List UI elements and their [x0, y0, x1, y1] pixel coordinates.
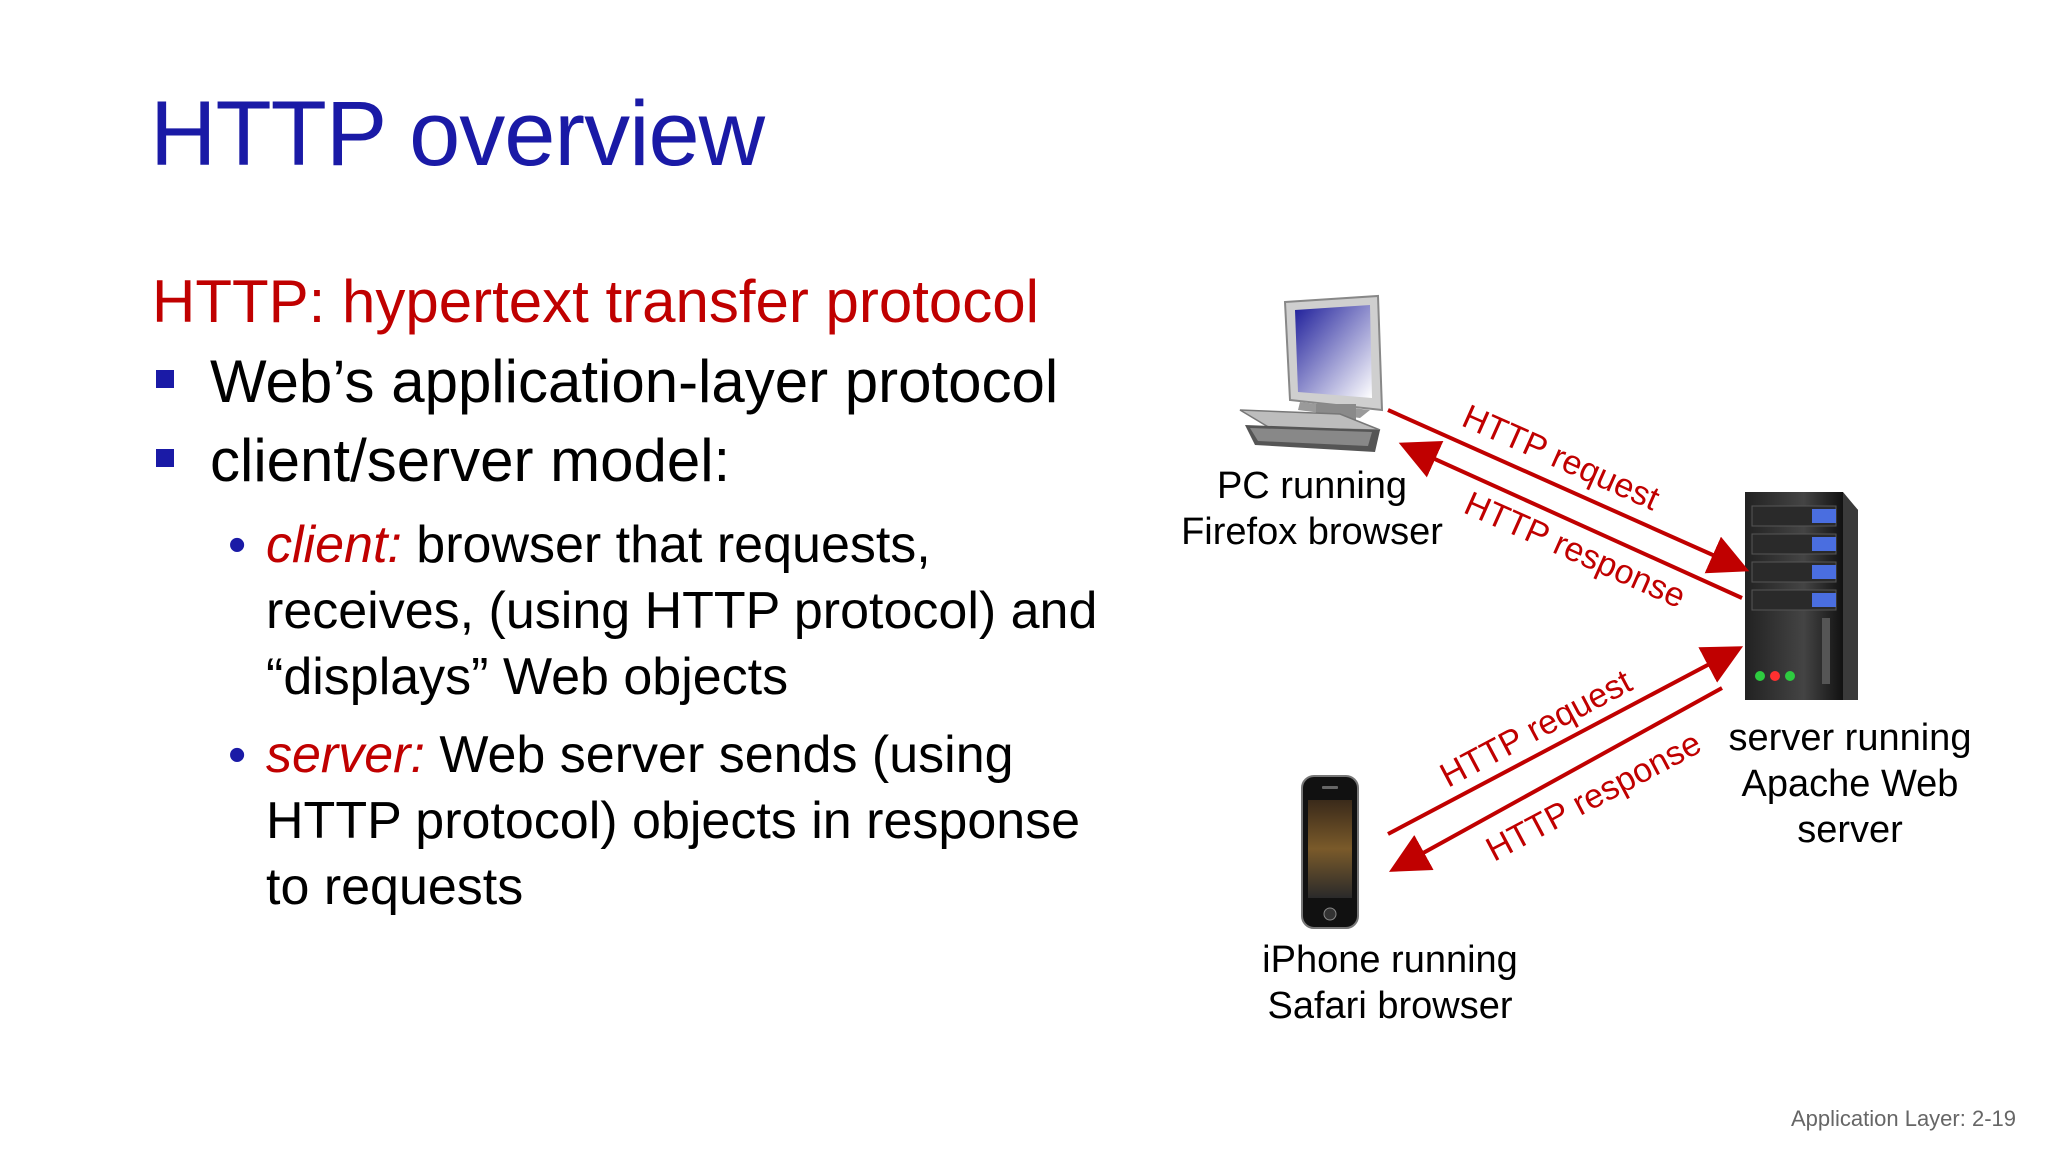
server-label-line: server running [1728, 717, 1972, 759]
bullet-text: client/server model: [210, 427, 731, 494]
slide-subtitle: HTTP: hypertext transfer protocol [152, 268, 1039, 335]
sub-bullet-line: HTTP protocol) objects in response [266, 792, 1081, 850]
sub-bullet-line: client: browser that requests, [266, 512, 1097, 578]
sub-bullet-text: browser that requests, [401, 516, 931, 574]
iphone-label: iPhone running Safari browser [1240, 937, 1540, 1029]
iphone-icon [1301, 775, 1359, 929]
round-bullet-icon: • [228, 516, 247, 574]
keyword-server: server: [266, 726, 425, 784]
server-label-line: server [1797, 809, 1903, 851]
sub-bullet-line: receives, (using HTTP protocol) and [266, 582, 1098, 640]
sub-bullet-text: Web server sends (using [424, 726, 1014, 784]
label-pc-response: HTTP response [1459, 485, 1691, 616]
iphone-label-line: Safari browser [1267, 985, 1513, 1027]
square-bullet-icon [156, 449, 174, 467]
server-label: server running Apache Web server [1700, 715, 2000, 853]
sub-bullet-body: client: browser that requests, receives,… [266, 512, 1097, 710]
pc-label: PC running Firefox browser [1172, 463, 1452, 555]
server-tower-icon [1745, 492, 1858, 700]
pc-label-line: Firefox browser [1181, 511, 1443, 553]
arrow-iphone-response [1388, 686, 1723, 872]
keyword-client: client: [266, 516, 402, 574]
slide-footer: Application Layer: 2-19 [1790, 1106, 2016, 1131]
sub-bullet-line: server: Web server sends (using [266, 722, 1080, 788]
square-bullet-icon [156, 370, 174, 388]
sub-bullet-line: “displays” Web objects [266, 648, 789, 706]
round-bullet-icon: • [228, 726, 247, 784]
sub-bullet-line: to requests [266, 858, 524, 916]
bullet-text: Web’s application-layer protocol [210, 348, 1059, 415]
iphone-label-line: iPhone running [1262, 939, 1518, 981]
arrow-pc-response [1398, 440, 1743, 600]
arrow-iphone-request [1387, 646, 1744, 836]
slide-title: HTTP overview [150, 83, 765, 185]
sub-bullet-body: server: Web server sends (using HTTP pro… [266, 722, 1080, 920]
arrow-pc-request [1387, 408, 1750, 574]
desktop-computer-icon [1239, 294, 1384, 452]
server-label-line: Apache Web [1741, 763, 1959, 805]
pc-label-line: PC running [1216, 465, 1408, 507]
